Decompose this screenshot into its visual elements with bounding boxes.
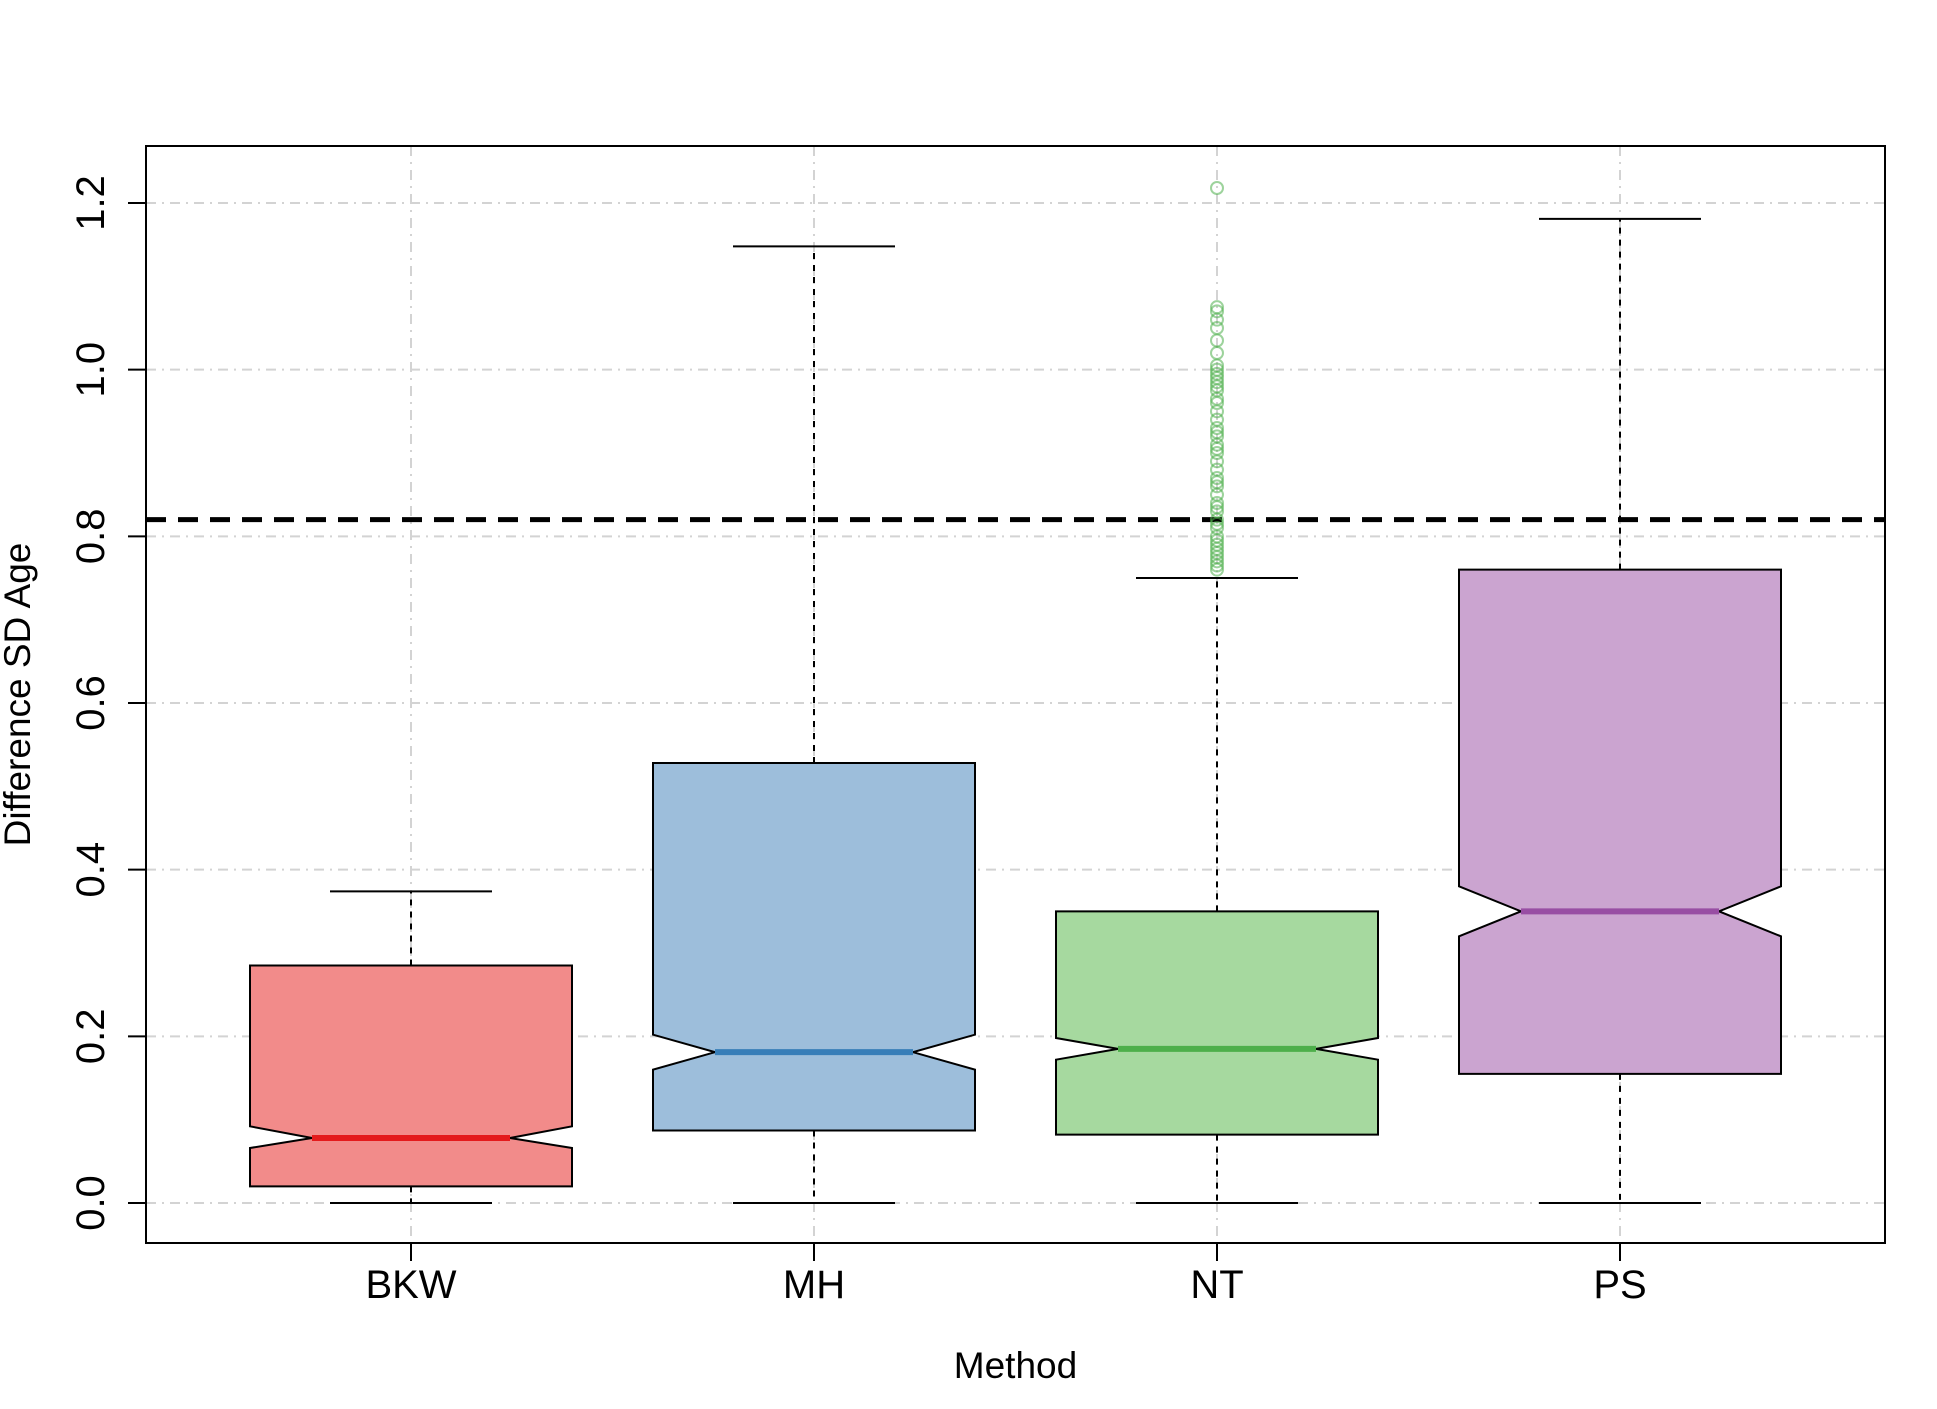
boxes [249,181,1782,1204]
y-tick-label: 0.0 [69,1175,113,1231]
x-tick-label: NT [1190,1263,1243,1307]
outlier-point [1210,429,1224,444]
outlier-point [1210,321,1224,335]
outlier-point [1210,300,1224,315]
x-axis-label: Method [954,1345,1077,1386]
x-tick-label: PS [1593,1263,1646,1307]
plot-frame [145,145,1886,1244]
x-axis: BKW MH NT PS [365,1243,1647,1307]
outlier-point [1210,471,1224,485]
box-body [652,762,976,1132]
box-ps [1458,217,1782,1204]
y-tick-label: 1.0 [69,342,113,398]
y-tick-label: 0.2 [69,1009,113,1065]
box-body [1055,910,1379,1136]
outlier-point [1210,462,1224,477]
x-tick-label: MH [783,1263,845,1307]
y-tick-label: 0.8 [69,509,113,565]
y-axis-label: Difference SD Age [0,543,38,847]
outlier-point [1210,304,1224,319]
box-bkw [249,890,573,1204]
outlier-point [1210,496,1224,510]
box-body [1458,568,1782,1075]
outlier-point [1210,412,1224,427]
box-mh [652,245,976,1204]
outlier-point [1210,479,1224,494]
outlier-point [1210,181,1224,195]
outlier-point [1210,366,1224,381]
y-axis: 0.0 0.2 0.4 0.6 0.8 1.0 1.2 [69,175,146,1231]
outlier-point [1210,537,1224,552]
box-nt [1055,181,1379,1204]
outlier-point [1210,504,1224,519]
y-tick-label: 1.2 [69,175,113,231]
outlier-point [1210,421,1224,435]
y-tick-label: 0.4 [69,842,113,898]
outlier-point [1210,346,1224,360]
outlier-point [1210,521,1224,535]
box-body [249,964,573,1188]
x-tick-label: BKW [365,1263,456,1307]
outlier-point [1210,362,1224,377]
outlier-point [1210,446,1224,460]
y-tick-label: 0.6 [69,675,113,731]
